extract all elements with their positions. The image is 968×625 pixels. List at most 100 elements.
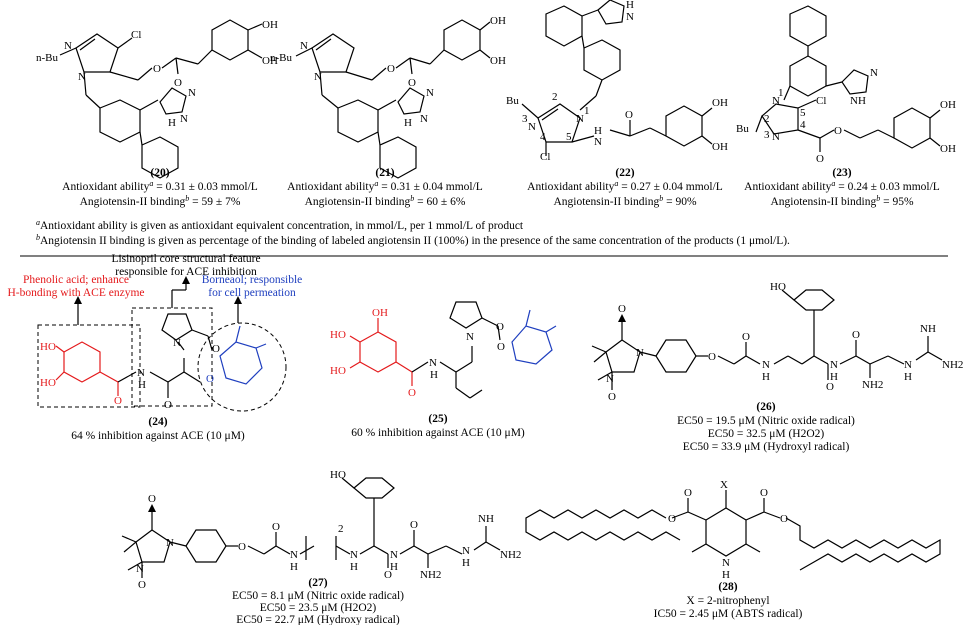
atom-label: H — [290, 561, 298, 573]
atom-label: HO — [330, 329, 346, 341]
caption-23-antioxidant: Antioxidant abilitya = 0.24 ± 0.03 mmol/… — [744, 179, 940, 194]
atom-label: N — [606, 373, 614, 385]
atom-label: NH2 — [500, 549, 521, 561]
caption-27-ec2: EC50 = 23.5 μM (H2O2) — [260, 602, 377, 614]
atom-label: Bu — [506, 95, 519, 107]
atom-label: N — [426, 87, 434, 99]
atom-label: NH2 — [942, 359, 963, 371]
compound-number-27: (27) — [308, 577, 327, 589]
caption-20-binding: Angiotensin-II bindingb = 59 ± 7% — [80, 194, 241, 209]
atom-label: HO — [40, 341, 56, 353]
atom-label: O — [148, 493, 156, 505]
atom-label: O — [410, 519, 418, 531]
atom-label: O — [497, 341, 505, 353]
caption-22-binding: Angiotensin-II bindingb = 90% — [553, 194, 696, 209]
atom-label: HO — [770, 281, 786, 293]
atom-label: N — [762, 359, 770, 371]
caption-25: 60 % inhibition against ACE (10 μM) — [351, 427, 525, 439]
atom-label: O — [625, 109, 633, 121]
atom-label: NH2 — [420, 569, 441, 581]
atom-label: H — [430, 369, 438, 381]
atom-label: NH — [920, 323, 936, 335]
atom-label: O — [668, 513, 676, 525]
atom-label: H — [168, 117, 176, 129]
atom-label: H — [390, 561, 398, 573]
atom-label: N — [64, 40, 72, 52]
atom-label: N — [594, 136, 602, 148]
caption-21-antioxidant: Antioxidant abilitya = 0.31 ± 0.04 mmol/… — [287, 179, 483, 194]
compound-number-28: (28) — [718, 581, 737, 593]
compound-number-22: (22) — [615, 167, 634, 179]
phenolic-annotation: Phenolic acid; enhance H-bonding with AC… — [7, 274, 144, 299]
atom-label: H — [462, 557, 470, 569]
atom-locant: 4 — [540, 131, 546, 143]
atom-label: N — [78, 71, 86, 83]
atom-label: OH — [262, 55, 278, 67]
atom-locant: 5 — [566, 131, 572, 143]
atom-locant: 2 — [764, 113, 770, 125]
atom-label: O — [780, 513, 788, 525]
atom-label: N — [870, 67, 878, 79]
atom-label: N — [136, 563, 144, 575]
footnote-a: aAntioxidant ability is given as antioxi… — [36, 218, 524, 233]
atom-label: N — [137, 367, 145, 379]
atom-label: N — [350, 549, 358, 561]
atom-label: N — [772, 95, 780, 107]
atom-label: O — [384, 569, 392, 581]
atom-label: O — [834, 125, 842, 137]
svg-text:H-bonding with ACE enzyme: H-bonding with ACE enzyme — [7, 287, 144, 299]
structure-21: n-Bu N N O O OH OH N N H — [270, 15, 506, 179]
svg-text:Phenolic acid; enhance: Phenolic acid; enhance — [23, 274, 129, 286]
atom-label: O — [212, 343, 220, 355]
atom-label: H — [594, 125, 602, 137]
phenolic-box — [37, 324, 141, 408]
atom-label: N — [462, 545, 470, 557]
caption-22-antioxidant: Antioxidant abilitya = 0.27 ± 0.04 mmol/… — [527, 179, 723, 194]
svg-text:responsible for ACE inhibition: responsible for ACE inhibition — [115, 266, 257, 278]
atom-label: n-Bu — [36, 52, 59, 64]
atom-label: Cl — [540, 151, 550, 163]
atom-label: O — [408, 77, 416, 89]
atom-label: O — [138, 579, 146, 591]
atom-locant: 5 — [800, 107, 806, 119]
atom-label: O — [618, 303, 626, 315]
atom-label: H — [904, 371, 912, 383]
structure-23: Bu Cl N N O O OH OH N NH 1 2 3 4 5 — [736, 5, 956, 165]
atom-label: O — [153, 63, 161, 75]
atom-label: O — [760, 487, 768, 499]
structure-28: X O O O O N H — [525, 479, 941, 581]
caption-24: 64 % inhibition against ACE (10 μM) — [71, 430, 245, 442]
atom-label: N — [626, 11, 634, 23]
atom-label: N — [390, 549, 398, 561]
svg-text:for cell permeation: for cell permeation — [208, 287, 296, 299]
atom-locant: 4 — [800, 119, 806, 131]
compound-number-24: (24) — [148, 416, 167, 428]
atom-locant: 1 — [584, 105, 590, 117]
footnote-b: bAngiotensin II binding is given as perc… — [36, 233, 790, 248]
atom-label: OH — [712, 97, 728, 109]
atom-label: HO — [40, 377, 56, 389]
atom-label: H — [404, 117, 412, 129]
atom-label: H — [722, 569, 730, 581]
compound-number-23: (23) — [832, 167, 851, 179]
atom-label: N — [830, 359, 838, 371]
atom-label: OH — [490, 15, 506, 27]
atom-label: HO — [330, 365, 346, 377]
lisinopril-box — [131, 307, 213, 407]
atom-label: Cl — [131, 29, 141, 41]
atom-label: N — [722, 557, 730, 569]
structure-20: n-Bu N N Cl O O OH OH N N H — [36, 19, 278, 179]
atom-label: O — [206, 373, 214, 385]
atom-locant: 3 — [522, 113, 528, 125]
atom-label: O — [114, 395, 122, 407]
caption-26-ec2: EC50 = 32.5 μM (H2O2) — [708, 428, 825, 440]
atom-label: n-Bu — [270, 52, 293, 64]
caption-27-ec1: EC50 = 8.1 μM (Nitric oxide radical) — [232, 590, 404, 602]
atom-label: NH — [478, 513, 494, 525]
atom-label: O — [238, 541, 246, 553]
atom-label: N — [429, 357, 437, 369]
caption-20-antioxidant: Antioxidant abilitya = 0.31 ± 0.03 mmol/… — [62, 179, 258, 194]
atom-label: Bu — [736, 123, 749, 135]
structure-24: HO HO O N H O N O O — [37, 276, 287, 412]
atom-label: N — [180, 113, 188, 125]
